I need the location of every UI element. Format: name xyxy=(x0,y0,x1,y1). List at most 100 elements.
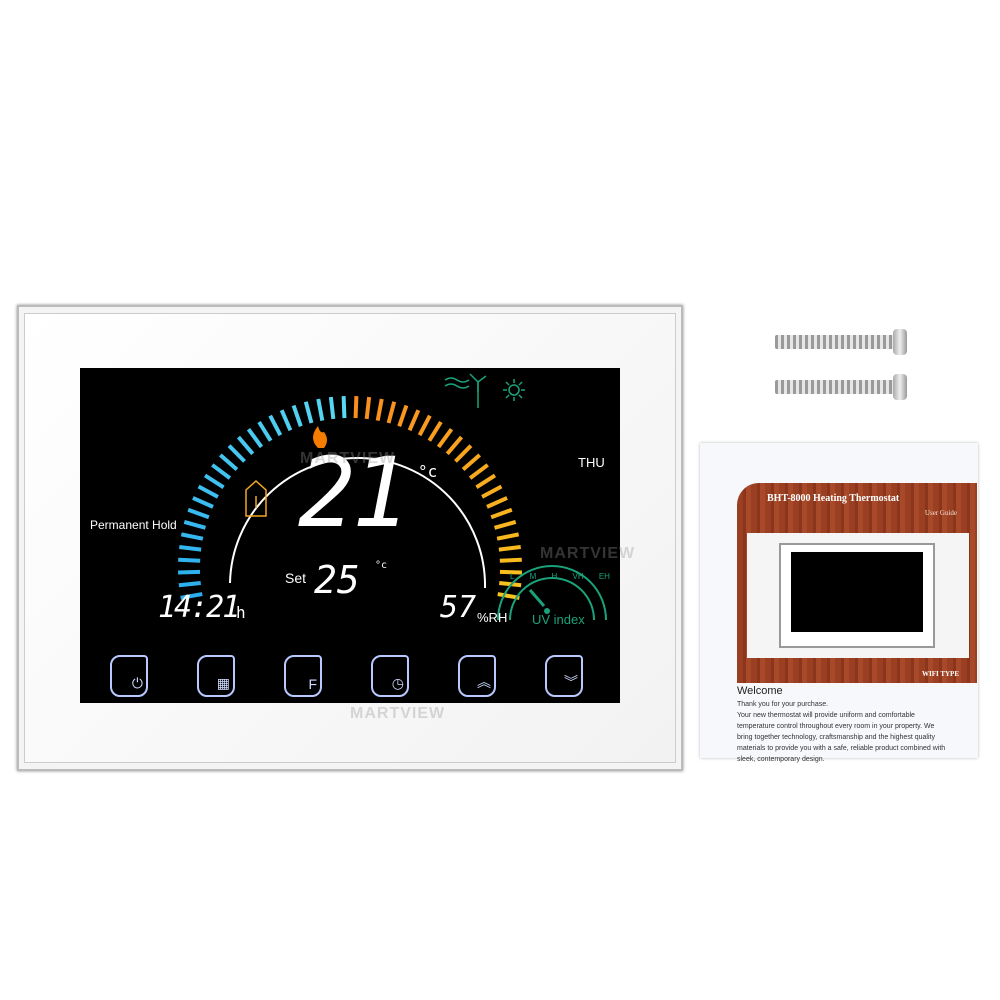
body-line: Thank you for your purchase. xyxy=(737,701,829,708)
arc-tick xyxy=(353,396,359,419)
set-label: Set xyxy=(285,570,307,586)
arc-tick xyxy=(407,409,421,432)
arc-tick xyxy=(227,444,246,463)
screw xyxy=(775,380,897,394)
clock-button[interactable]: ◷ xyxy=(371,655,409,697)
arc-tick xyxy=(461,453,481,471)
arc-tick xyxy=(397,404,409,427)
uv-scale-m: M xyxy=(529,572,537,581)
arc-tick xyxy=(445,435,464,456)
up-button[interactable]: ︽ xyxy=(458,655,496,697)
arc-tick xyxy=(303,401,314,424)
manual-cover: BHT-8000 Heating Thermostat User Guide W… xyxy=(737,483,977,683)
arc-tick xyxy=(187,507,210,520)
arc-tick xyxy=(486,496,508,509)
arc-tick xyxy=(468,463,489,480)
arc-tick xyxy=(178,569,201,575)
arc-tick xyxy=(427,420,443,442)
arc-tick xyxy=(236,435,255,456)
flame-icon xyxy=(313,426,327,448)
grid-icon: ▦ xyxy=(216,675,230,691)
uv-scale-vh: VH xyxy=(572,572,584,581)
manual-title: BHT-8000 Heating Thermostat xyxy=(767,493,900,504)
f-icon: F xyxy=(308,676,317,692)
humidity-unit: %RH xyxy=(477,610,508,625)
mode-label: Permanent Hold xyxy=(90,518,177,532)
arc-tick xyxy=(268,414,283,437)
body-line: bring together technology, craftsmanship… xyxy=(737,734,935,741)
down-button[interactable]: ︾ xyxy=(545,655,583,697)
arc-tick xyxy=(178,581,201,588)
arc-tick xyxy=(179,544,202,552)
uv-gauge xyxy=(497,565,607,621)
thermostat-screen xyxy=(80,368,620,703)
wind-icon xyxy=(444,373,487,408)
manual-subtitle: User Guide xyxy=(924,509,957,517)
arc-tick xyxy=(386,401,397,424)
power-button[interactable]: ⏻ xyxy=(110,655,148,697)
temp-unit: °c xyxy=(418,462,438,481)
chevron-down-icon: ︾ xyxy=(564,674,578,690)
time-unit: h xyxy=(236,603,246,622)
power-icon: ⏻ xyxy=(131,675,143,691)
arc-tick xyxy=(498,544,521,552)
uv-scale: L M H VH EH xyxy=(510,572,610,581)
manual-badge: WIFI TYPE xyxy=(921,670,959,678)
arc-tick xyxy=(375,398,384,421)
arc-tick xyxy=(246,427,264,449)
arc-tick xyxy=(499,557,522,563)
arc-tick xyxy=(257,420,273,442)
arc-tick xyxy=(203,473,225,489)
clock-time: 14:21 xyxy=(158,590,240,625)
watermark: MARTVIEW xyxy=(540,545,636,562)
arc-tick xyxy=(499,581,522,588)
arc-tick xyxy=(490,507,513,520)
uv-scale-eh: EH xyxy=(598,572,610,581)
arc-tick xyxy=(211,463,232,480)
arc-tick xyxy=(496,532,520,541)
arc-tick xyxy=(475,473,497,489)
arc-tick xyxy=(178,557,201,563)
menu-button[interactable]: ▦ xyxy=(197,655,235,697)
arc-tick xyxy=(279,409,293,432)
watermark: MARTVIEW xyxy=(350,705,446,722)
arc-tick xyxy=(291,404,303,427)
temperature-arc xyxy=(178,373,607,621)
set-temp-unit: °c xyxy=(375,560,388,571)
screw xyxy=(775,335,897,349)
body-line: sleek, contemporary design. xyxy=(737,756,825,763)
manual-body: Thank you for your purchase. Your new th… xyxy=(737,699,945,765)
day-label: THU xyxy=(578,455,605,470)
uv-index-label: UV index xyxy=(532,612,585,627)
humidity-value: 57 xyxy=(440,590,477,625)
arc-tick xyxy=(328,396,336,420)
uv-scale-l: L xyxy=(510,572,515,581)
fan-button[interactable]: F xyxy=(284,655,322,697)
inner-arc xyxy=(229,456,487,589)
arc-tick xyxy=(499,569,522,575)
watermark: MARTVIEW xyxy=(300,450,396,467)
arc-tick xyxy=(364,396,372,420)
arc-tick xyxy=(436,427,454,449)
arc-tick xyxy=(192,496,214,509)
uv-scale-h: H xyxy=(551,572,558,581)
current-temperature: 21 xyxy=(298,437,410,549)
arc-tick xyxy=(481,484,503,499)
arc-tick xyxy=(316,398,325,421)
arc-tick xyxy=(341,396,347,419)
manual-heading: Welcome xyxy=(737,685,783,697)
arc-tick xyxy=(417,414,432,437)
body-line: temperature control throughout every roo… xyxy=(737,723,935,730)
chevron-up-icon: ︽ xyxy=(477,674,491,690)
arc-tick xyxy=(219,453,239,471)
home-thermometer-icon xyxy=(245,479,267,517)
arc-tick xyxy=(183,520,207,530)
body-line: Your new thermostat will provide uniform… xyxy=(737,712,915,719)
arc-tick xyxy=(493,520,517,530)
set-temperature: 25 xyxy=(314,558,360,602)
arc-tick xyxy=(197,484,219,499)
arc-tick xyxy=(180,592,203,600)
arc-tick xyxy=(454,444,473,463)
sun-icon xyxy=(503,379,525,401)
arc-tick xyxy=(180,532,204,541)
